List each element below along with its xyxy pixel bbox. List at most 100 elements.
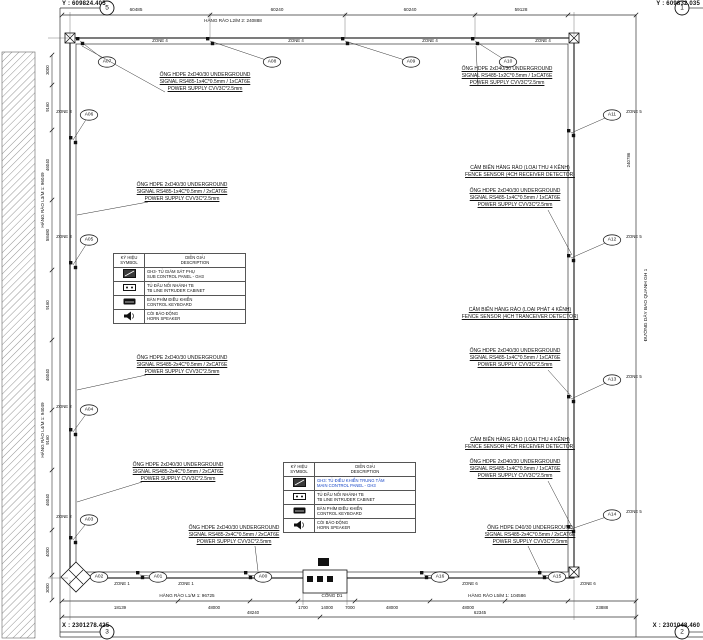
dim-number: 18139	[114, 605, 127, 610]
zone-label: ZONE 1	[178, 581, 194, 586]
coord-top-right: Y : 609832.035	[656, 1, 700, 7]
dim-tick	[427, 598, 433, 604]
coord-bottom-right: X : 2301048.460	[652, 623, 700, 629]
node-label-ellipse	[547, 571, 567, 583]
node-leader-line	[209, 40, 273, 63]
sensor-marker	[73, 140, 78, 145]
sensor-marker	[471, 37, 475, 41]
sensor-marker	[140, 575, 145, 580]
sensor-marker	[341, 37, 345, 41]
zone-label: ZONE 6	[580, 581, 596, 586]
sensor-marker	[420, 571, 424, 575]
annotation-line: ỐNG HDPE 2xD40/30 UNDERGROUND	[469, 459, 561, 465]
node-leader-line	[344, 40, 412, 63]
annotation-leader-line	[527, 545, 541, 572]
zone-label: ZONE 3	[56, 109, 72, 114]
dim-tick	[59, 12, 65, 18]
annotation-line: SIGNAL RS485-1x4C*0.5mm / 1xCAT6E	[469, 195, 561, 201]
node-label: A16	[436, 574, 445, 580]
dim-number: 60240	[404, 7, 417, 12]
node-label: A01	[154, 574, 163, 580]
dim-tick	[317, 614, 323, 620]
zone-label: ZONE 5	[626, 374, 642, 379]
dim-tick	[565, 598, 571, 604]
coord-bottom-left: X : 2301278.425	[62, 623, 110, 629]
grid-ref-number: 3	[105, 629, 109, 636]
sensor-marker	[73, 540, 78, 545]
node-label: A12	[608, 237, 617, 243]
dim-tick	[59, 598, 65, 604]
dim-tick	[502, 598, 508, 604]
speaker-icon	[123, 311, 136, 322]
dim-number: 23888	[596, 605, 609, 610]
dim-tick	[49, 527, 55, 533]
annotation-line: POWER SUPPLY CVV3C*2.5mm	[477, 473, 553, 479]
sensor-marker	[475, 41, 480, 46]
dim-number: 48000	[208, 605, 221, 610]
sensor-marker	[571, 529, 576, 534]
node-label-ellipse	[602, 509, 622, 521]
zone-label: ZONE 3	[56, 234, 72, 239]
node-label-ellipse	[79, 234, 99, 246]
dim-number: 46040	[45, 493, 50, 506]
sensor-marker	[567, 254, 571, 258]
annotation-line: SIGNAL RS485-1x2C*0.5mm / 1xCAT6E	[461, 73, 553, 79]
dim-tick	[565, 12, 571, 18]
fence-length-caption: HÀNG RÀO L4/M 1: 94049	[39, 402, 45, 458]
dim-tick	[49, 267, 55, 273]
speaker-icon	[293, 520, 306, 531]
node-label: A10	[504, 59, 513, 65]
dim-number: 46040	[45, 368, 50, 381]
sensor-marker	[538, 571, 542, 575]
annotation-line: CẢM BIẾN HÀNG RÀO (LOẠI THU 4 KÊNH)	[470, 165, 570, 171]
dim-tick	[49, 597, 55, 603]
dim-number: 7000	[345, 605, 355, 610]
node-label-ellipse	[602, 374, 622, 386]
dim-tick	[49, 337, 55, 343]
dim-number: 9160	[45, 435, 50, 445]
dim-tick	[633, 598, 639, 604]
annotation-line: POWER SUPPLY CVV3C*2.5mm	[477, 362, 553, 368]
sensor-marker	[73, 265, 78, 270]
corner-brace-bottom-right	[568, 566, 580, 578]
annotation-line: ỐNG HDPE 2xD40/30 UNDERGROUND	[461, 66, 553, 72]
annotation-line: SIGNAL RS485-1x4C*0.5mm / 1xCAT6E	[469, 355, 561, 361]
dim-number: 58480	[45, 228, 50, 241]
sensor-marker	[424, 575, 429, 580]
boundary-caption: ĐƯỜNG DÂY BAO QUANH GH 1	[642, 268, 649, 341]
annotation-leader-line	[547, 480, 573, 528]
annotation-leader-line	[254, 545, 259, 572]
annotation-line: SIGNAL RS485-1x4C*0.5mm / 1xCAT6E	[159, 79, 251, 85]
dim-number: 60485	[130, 7, 143, 12]
dim-tick	[175, 598, 181, 604]
cabinet-icon	[122, 284, 136, 293]
node-label: A13	[608, 377, 617, 383]
annotation-line: ỐNG HDPE 2xD40/30 UNDERGROUND	[159, 72, 251, 78]
annotation-line: POWER SUPPLY CVV3C*2.5mm	[196, 539, 272, 545]
annotation-line: SIGNAL RS485-1x4C*0.5mm / 2xCAT6E	[136, 189, 228, 195]
sensor-marker	[345, 41, 350, 46]
annotation-line: FENCE SENSOR (4CH RECEIVER DETECTOR)	[465, 444, 575, 450]
dim-tick	[352, 598, 358, 604]
sensor-marker	[571, 133, 576, 138]
grid-ref-circle	[99, 0, 115, 16]
node-label-ellipse	[97, 56, 117, 68]
corner-gate-diamond	[60, 561, 92, 593]
coord-top-left: Y : 609824.405	[62, 1, 106, 7]
grid-ref-circle	[99, 624, 115, 640]
grid-ref-number: 2	[680, 629, 684, 636]
